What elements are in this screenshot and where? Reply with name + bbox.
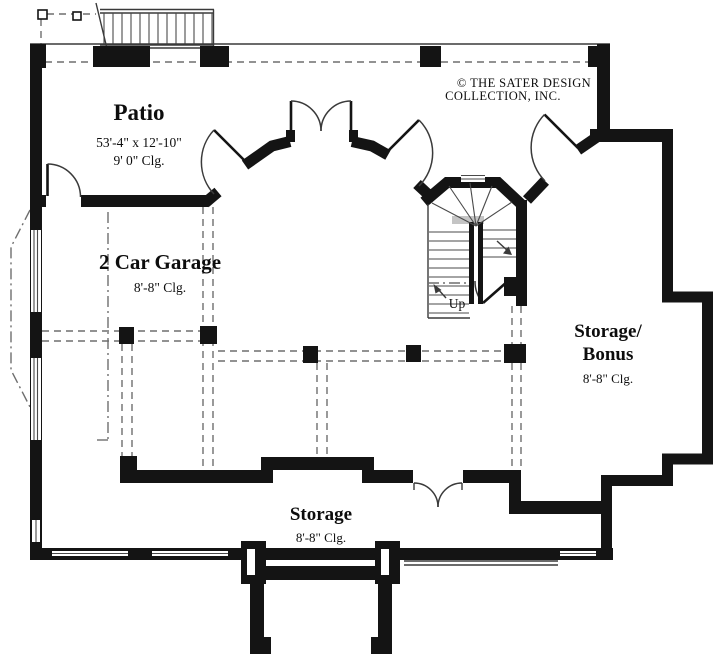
labels: © THE SATER DESIGN COLLECTION, INC. Pati…: [96, 76, 642, 545]
stairwell-bay-wall: [420, 177, 525, 209]
patio-pillar: [30, 44, 46, 68]
wall-openings: [31, 173, 596, 556]
patio-ceiling: 9' 0" Clg.: [113, 153, 164, 168]
door-leaf: [482, 280, 509, 304]
arch-wall-segment: [350, 136, 391, 160]
exterior-stair-top: [37, 2, 215, 62]
support-column: [303, 346, 318, 363]
storage-bonus-ceiling: 8'-8" Clg.: [583, 371, 633, 386]
storage-step-wall: [509, 470, 521, 509]
door-leaf: [543, 113, 579, 149]
stairs-up-label: Up: [449, 296, 466, 311]
door-swing-arc: [530, 113, 546, 182]
storage-bonus-label-line1: Storage/: [574, 321, 642, 342]
entry-side-wall: [378, 582, 392, 644]
door-swing-arc: [47, 163, 82, 198]
stairwell-right-wall: [516, 200, 527, 306]
doors: [46, 100, 579, 508]
stair-divider-wall: [478, 222, 483, 304]
garage-apron-dashdot: [10, 209, 31, 408]
entry-projection: [241, 541, 558, 654]
stair-treads: [103, 13, 213, 45]
door-swing-arc: [418, 119, 434, 187]
door-swing-arc: [200, 129, 215, 195]
arch-wall-segment: [574, 132, 601, 155]
storage-ceiling: 8'-8" Clg.: [296, 530, 346, 545]
patio-pillar: [93, 46, 150, 67]
storage-top-wall: [261, 457, 374, 470]
patio-pillar: [588, 46, 610, 67]
stair-landing-hatch: [452, 216, 484, 224]
storage-top-wall: [362, 470, 413, 483]
bonus-top-wall: [590, 129, 673, 142]
up-arrowhead: [433, 284, 442, 294]
garage-door-opening: [31, 230, 41, 312]
patio-pillar: [420, 46, 441, 67]
patio-label: Patio: [113, 100, 164, 125]
door-swing-arc: [437, 482, 463, 508]
entry-wall-foot: [371, 637, 392, 654]
arch-wall-segment: [201, 187, 222, 208]
garage-door-opening: [31, 358, 41, 440]
support-column: [406, 345, 421, 362]
arch-wall-segment: [241, 136, 292, 170]
patio-dimensions: 53'-4" x 12'-10": [96, 135, 182, 150]
door-swing-arc: [290, 100, 322, 132]
railing-post: [72, 11, 82, 21]
stair-treads: [429, 182, 516, 314]
copyright-line1: © THE SATER DESIGN: [457, 76, 591, 90]
door-jamb-post: [286, 130, 295, 142]
storage-top-wall: [463, 470, 521, 483]
walls: [30, 43, 713, 560]
support-column: [119, 327, 134, 344]
garage-top-wall: [81, 195, 208, 207]
arch-wall-segment: [523, 177, 549, 204]
stair-divider-wall: [469, 222, 474, 304]
garage-ceiling: 8'-8" Clg.: [134, 280, 186, 295]
railing-post: [37, 9, 48, 20]
garage-top-wall: [30, 195, 46, 207]
patio-pillar: [200, 46, 229, 67]
staircase: [427, 182, 516, 319]
storage-step-wall: [509, 501, 609, 514]
bonus-room-outline-wall: [601, 140, 713, 554]
entry-cross-wall: [263, 566, 377, 580]
storage-label: Storage: [290, 504, 352, 525]
support-column: [504, 344, 526, 363]
door-jamb-post: [349, 130, 358, 142]
entry-wall-foot: [250, 637, 271, 654]
stairwell-window: [461, 173, 485, 182]
overhead-dashed-lines: [10, 61, 588, 470]
entry-pillar-slot: [247, 549, 255, 575]
door-swing-arc: [413, 482, 439, 508]
stair-arrowhead: [503, 246, 512, 255]
entry-side-wall: [250, 582, 264, 644]
entry-pillar-slot: [381, 549, 389, 575]
right-patio-wall: [597, 44, 610, 140]
storage-top-wall: [120, 470, 273, 483]
copyright-line2: COLLECTION, INC.: [445, 89, 561, 103]
door-leaf: [213, 129, 248, 164]
door-leaf: [385, 119, 420, 154]
support-column: [504, 277, 523, 296]
door-swing-arc: [320, 100, 352, 132]
support-column: [200, 326, 217, 344]
storage-bonus-label-line2: Bonus: [583, 344, 634, 365]
garage-label: 2 Car Garage: [99, 250, 221, 274]
